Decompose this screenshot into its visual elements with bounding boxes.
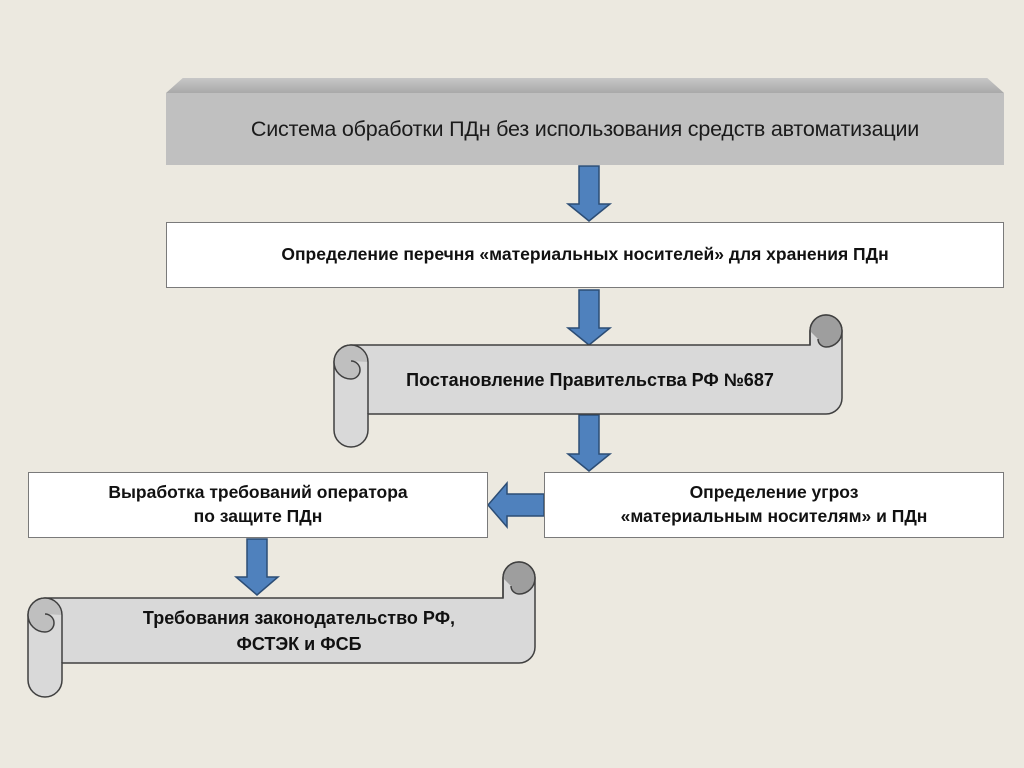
arrow-down-2 xyxy=(565,289,613,346)
arrow-down-3 xyxy=(565,414,613,472)
operator-requirements-box: Выработка требований оператора по защите… xyxy=(28,472,488,538)
decree-scroll xyxy=(333,314,843,448)
title-box-bevel xyxy=(166,78,1004,93)
legislation-label: Требования законодательство РФ, ФСТЭК и … xyxy=(64,600,534,662)
legislation-scroll xyxy=(27,561,536,698)
threats-line-2: «материальным носителям» и ПДн xyxy=(620,506,928,526)
threats-line-1: Определение угроз xyxy=(689,482,859,503)
legislation-line-2: ФСТЭК и ФСБ xyxy=(236,634,362,654)
arrow-left xyxy=(487,480,545,530)
threats-box: Определение угроз «материальным носителя… xyxy=(544,472,1004,538)
system-title-text: Система обработки ПДн без использования … xyxy=(166,93,1004,165)
media-list-text: Определение перечня «материальных носите… xyxy=(281,244,889,265)
arrow-down-4 xyxy=(233,538,281,596)
operator-line-2: по защите ПДн xyxy=(193,506,323,526)
decree-text: Постановление Правительства РФ №687 xyxy=(406,369,774,390)
arrow-down-1 xyxy=(565,165,613,222)
legislation-line-1: Требования законодательство РФ, xyxy=(142,607,456,628)
decree-label: Постановление Правительства РФ №687 xyxy=(370,347,810,413)
media-list-box: Определение перечня «материальных носите… xyxy=(166,222,1004,288)
operator-line-1: Выработка требований оператора xyxy=(108,482,408,503)
system-title-box: Система обработки ПДн без использования … xyxy=(166,78,1004,165)
